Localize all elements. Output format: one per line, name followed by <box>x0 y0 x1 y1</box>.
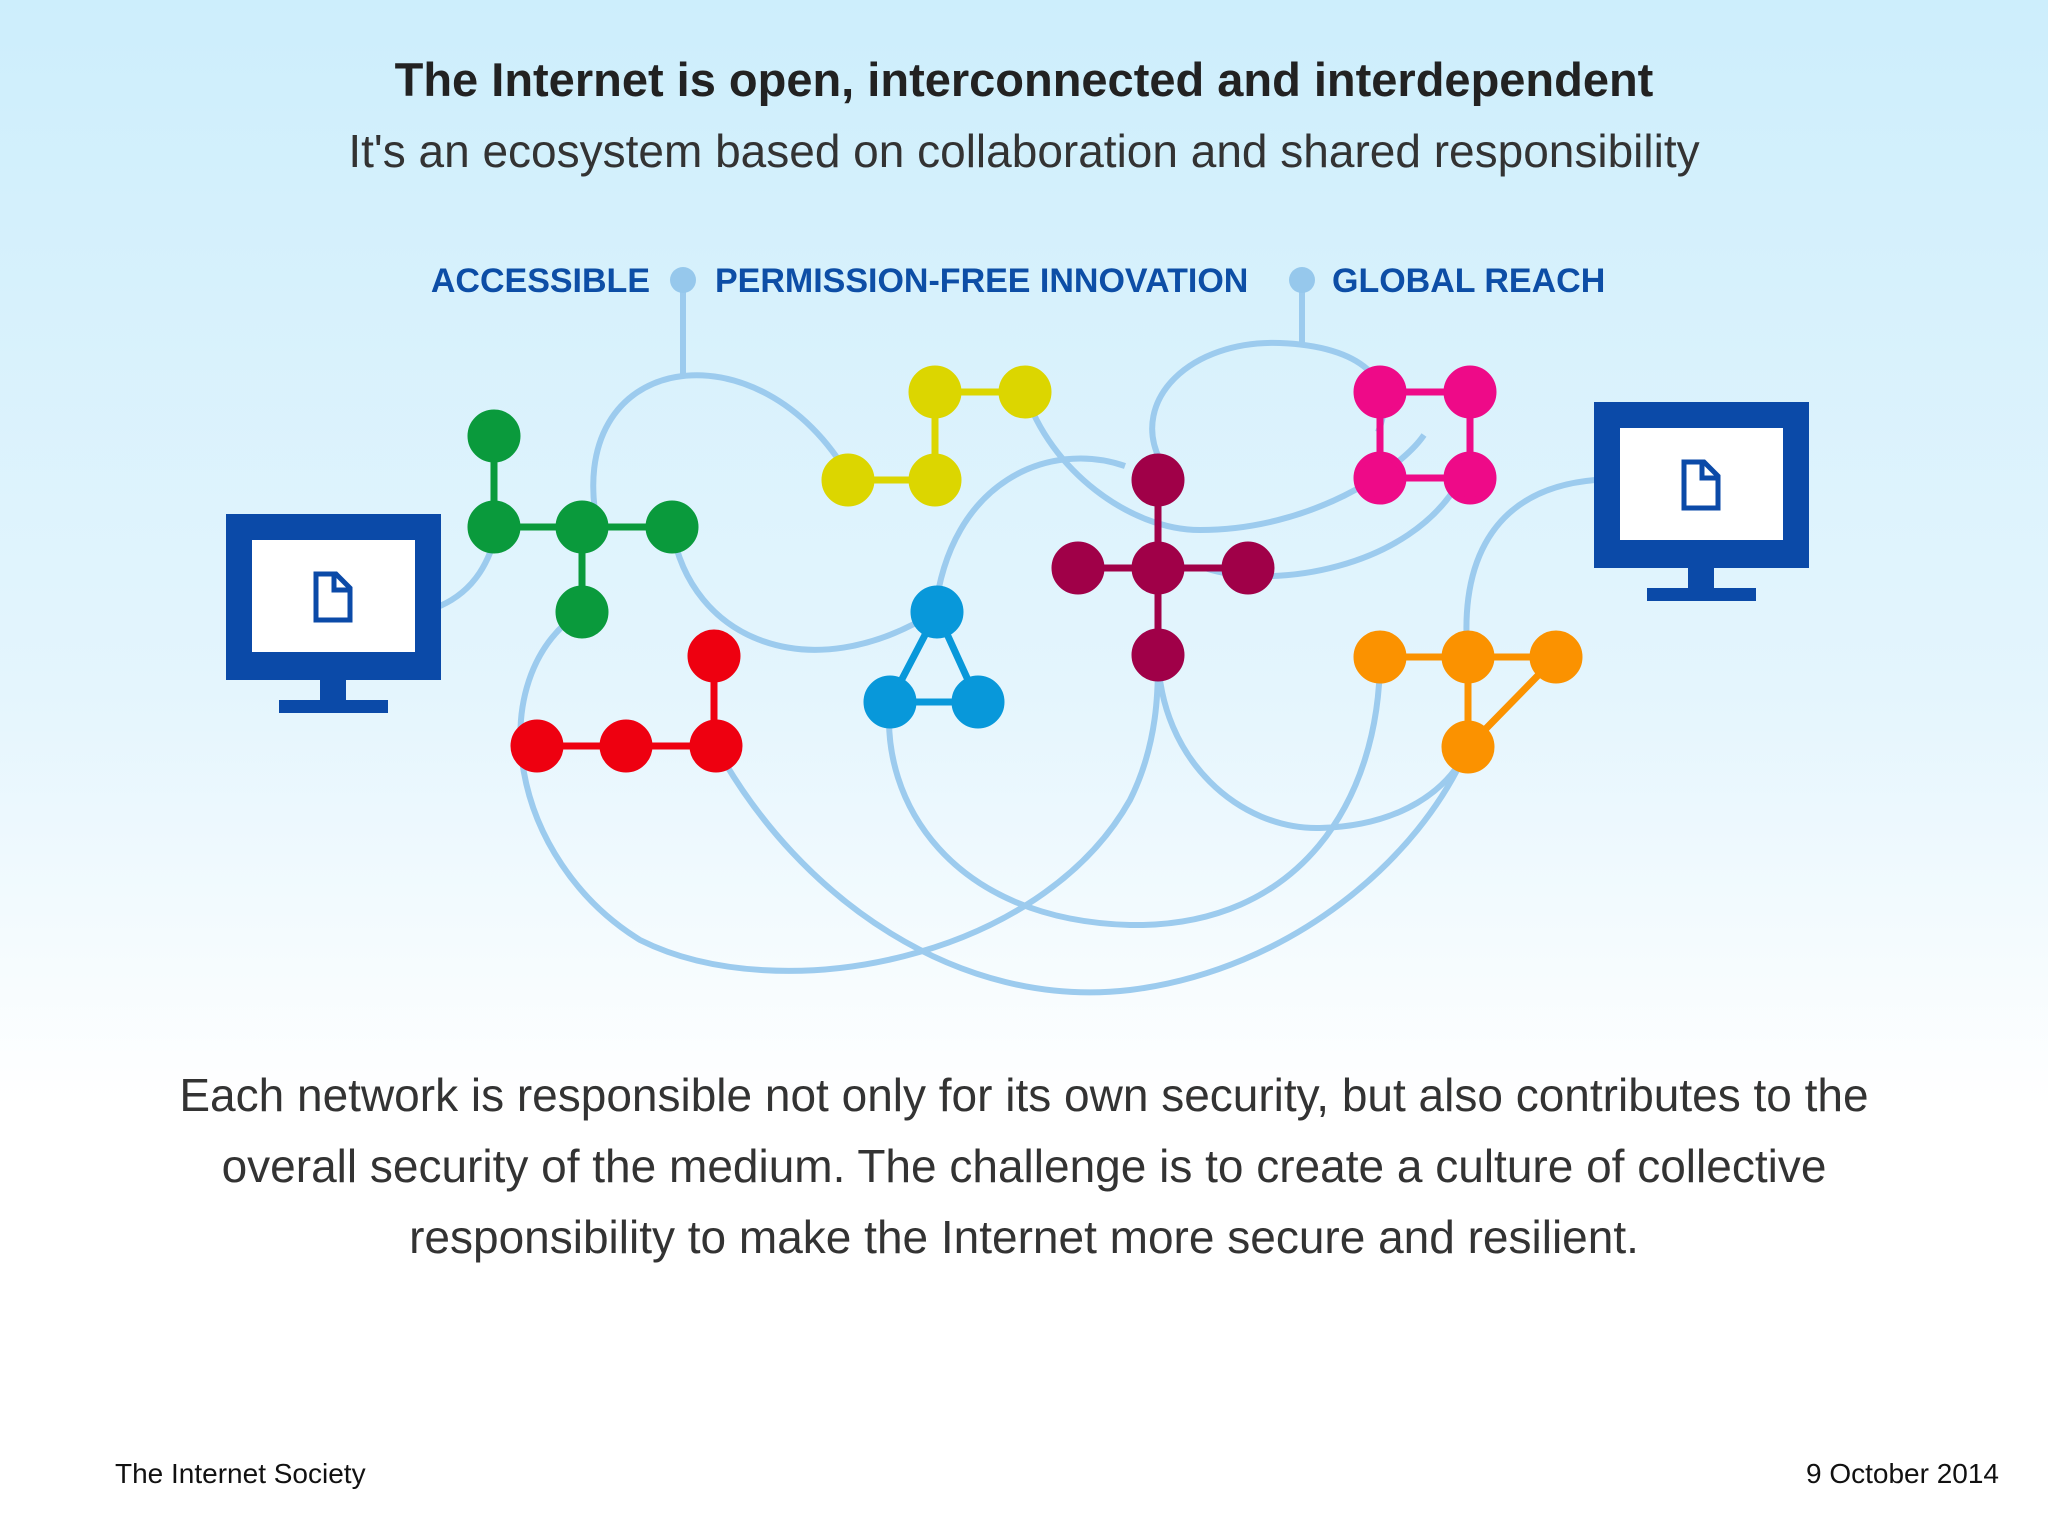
label-accessible: ACCESSIBLE <box>431 262 650 300</box>
yellow-node <box>998 365 1052 419</box>
network-diagram: ACCESSIBLE PERMISSION-FREE INNOVATION GL… <box>226 262 1809 996</box>
connector-cyan-bottom <box>886 656 1383 929</box>
cyan-node <box>863 675 917 729</box>
green-node <box>555 500 609 554</box>
right-computer-monitor-icon <box>1594 402 1809 601</box>
crimson-node <box>1051 541 1105 595</box>
orange-node <box>1529 630 1583 684</box>
yellow-node <box>908 453 962 507</box>
cyan-node <box>951 675 1005 729</box>
footer-date: 9 October 2014 <box>1805 1458 1999 1489</box>
magenta-node <box>1353 451 1407 505</box>
label-global-reach: GLOBAL REACH <box>1332 262 1605 300</box>
crimson-node <box>1221 541 1275 595</box>
green-node <box>555 585 609 639</box>
page-subtitle: It's an ecosystem based on collaboration… <box>348 125 1700 177</box>
green-network <box>467 409 699 639</box>
green-node <box>467 409 521 463</box>
page-title: The Internet is open, interconnected and… <box>394 53 1654 106</box>
connector-green-cyan <box>669 527 937 653</box>
orange-node <box>1441 720 1495 774</box>
document-icon <box>313 571 353 623</box>
crimson-node <box>1131 628 1185 682</box>
document-icon <box>1681 459 1721 511</box>
red-node <box>689 719 743 773</box>
connector-global-loop <box>1149 339 1387 462</box>
red-node <box>599 719 653 773</box>
connector-big-arc-green-yellow <box>590 372 853 529</box>
connector-crimson-orange <box>1155 654 1471 832</box>
red-node <box>510 719 564 773</box>
yellow-node <box>821 453 875 507</box>
magenta-node <box>1443 365 1497 419</box>
connector-red-bottom <box>713 745 1471 996</box>
label-dot-global <box>1289 267 1315 293</box>
magenta-node <box>1353 365 1407 419</box>
red-node <box>687 629 741 683</box>
connector-cyan-crimson <box>932 455 1126 613</box>
yellow-network <box>821 365 1052 507</box>
green-node <box>645 500 699 554</box>
cyan-node <box>910 585 964 639</box>
connector-right-monitor <box>1463 477 1596 658</box>
green-node <box>467 500 521 554</box>
orange-node <box>1353 630 1407 684</box>
crimson-node <box>1131 453 1185 507</box>
body-paragraph: Each network is responsible not only for… <box>179 1069 1869 1263</box>
crimson-node <box>1131 541 1185 595</box>
cyan-network <box>863 585 1005 729</box>
crimson-network <box>1051 453 1275 682</box>
orange-network <box>1353 630 1583 774</box>
magenta-network <box>1353 365 1497 505</box>
left-computer-monitor-icon <box>226 514 441 713</box>
footer-organization: The Internet Society <box>115 1458 366 1489</box>
label-permission-free-innovation: PERMISSION-FREE INNOVATION <box>715 262 1248 300</box>
yellow-node <box>908 365 962 419</box>
label-dot-accessible <box>670 267 696 293</box>
magenta-node <box>1443 451 1497 505</box>
orange-node <box>1441 630 1495 684</box>
red-network <box>510 629 743 773</box>
